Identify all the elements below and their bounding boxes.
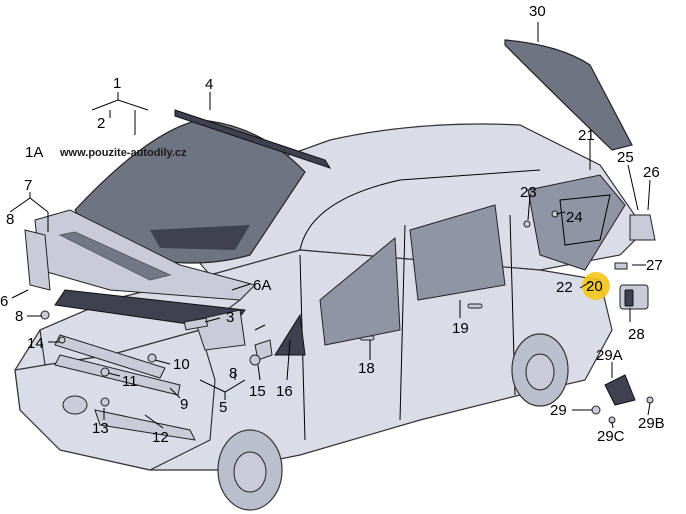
trim-parts bbox=[24, 209, 656, 424]
label-12: 12 bbox=[152, 429, 169, 446]
label-29b: 29B bbox=[638, 415, 665, 432]
label-4: 4 bbox=[205, 76, 213, 93]
label-14: 14 bbox=[27, 335, 44, 352]
label-22: 22 bbox=[556, 279, 573, 296]
label-23: 23 bbox=[520, 184, 537, 201]
label-3: 3 bbox=[226, 309, 234, 326]
label-27: 27 bbox=[646, 257, 663, 274]
label-16: 16 bbox=[276, 383, 293, 400]
watermark-text: www.pouzite-autodily.cz bbox=[59, 147, 187, 159]
label-6a: 6A bbox=[253, 277, 271, 294]
label-26: 26 bbox=[643, 164, 660, 181]
label-18: 18 bbox=[358, 360, 375, 377]
label-11: 11 bbox=[122, 373, 138, 390]
label-21: 21 bbox=[578, 127, 595, 144]
label-29c: 29C bbox=[597, 428, 625, 445]
label-24: 24 bbox=[566, 209, 583, 226]
label-10: 10 bbox=[173, 356, 190, 373]
label-20: 20 bbox=[586, 278, 603, 295]
highlight-marker bbox=[582, 272, 610, 300]
label-9: 9 bbox=[180, 396, 188, 413]
label-15: 15 bbox=[249, 383, 266, 400]
label-7: 7 bbox=[24, 177, 32, 194]
label-2: 2 bbox=[97, 115, 105, 132]
label-8-mid: 8 bbox=[15, 308, 23, 325]
label-29a: 29A bbox=[596, 347, 623, 364]
label-8-lower: 8 bbox=[229, 365, 237, 382]
label-28: 28 bbox=[628, 326, 645, 343]
label-29: 29 bbox=[550, 402, 567, 419]
windows bbox=[74, 39, 633, 356]
callout-labels: 30 4 1 2 1A 21 25 26 7 8 23 24 27 22 20 … bbox=[0, 3, 665, 446]
label-25: 25 bbox=[617, 149, 634, 166]
label-13: 13 bbox=[92, 420, 109, 437]
label-1a: 1A bbox=[25, 144, 43, 161]
label-6: 6 bbox=[0, 293, 8, 310]
label-1: 1 bbox=[113, 75, 121, 92]
label-5: 5 bbox=[219, 399, 227, 416]
label-30: 30 bbox=[529, 3, 546, 20]
leader-lines bbox=[9, 22, 651, 429]
label-19: 19 bbox=[452, 320, 469, 337]
label-8-upper: 8 bbox=[6, 211, 14, 228]
